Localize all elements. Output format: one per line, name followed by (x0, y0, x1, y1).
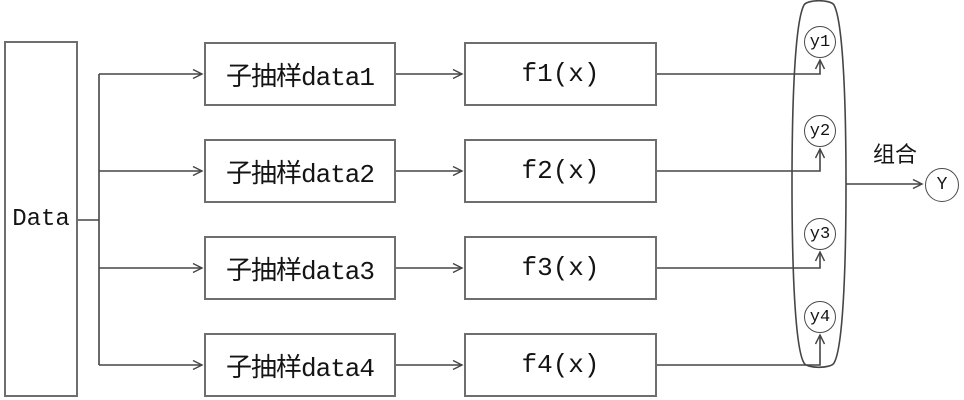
function-label-1: f1(x) (521, 59, 600, 89)
data-source-label: Data (12, 205, 70, 233)
data-source-box: Data (4, 41, 78, 397)
subsample-label-4: 子抽样data4 (225, 353, 375, 384)
arrow-f3-to-y3 (657, 250, 826, 269)
subsample-box-1: 子抽样data1 (204, 42, 396, 106)
function-label-3: f3(x) (521, 253, 600, 283)
subsample-label-2: 子抽样data2 (225, 159, 375, 190)
output-node-y3: y3 (804, 218, 836, 250)
output-node-y2: y2 (804, 115, 836, 147)
output-node-y4: y4 (804, 301, 836, 333)
output-label-y1: y1 (809, 32, 831, 52)
output-label-y4: y4 (809, 307, 831, 327)
final-output-label: Y (936, 175, 948, 195)
arrow-f2-to-y2 (657, 147, 826, 172)
subsample-box-2: 子抽样data2 (204, 139, 396, 203)
combine-label: 组合 (872, 144, 917, 169)
subsample-label-3: 子抽样data3 (225, 256, 375, 287)
output-label-y3: y3 (809, 224, 831, 244)
output-node-y1: y1 (804, 26, 836, 58)
final-output-node: Y (925, 168, 959, 202)
function-box-3: f3(x) (464, 236, 657, 300)
function-label-2: f2(x) (521, 156, 600, 186)
function-label-4: f4(x) (521, 350, 600, 380)
function-box-2: f2(x) (464, 139, 657, 203)
arrow-f4-to-y4 (657, 333, 826, 366)
subsample-box-3: 子抽样data3 (204, 236, 396, 300)
function-box-1: f1(x) (464, 42, 657, 106)
subsample-box-4: 子抽样data4 (204, 333, 396, 397)
subsample-label-1: 子抽样data1 (225, 62, 375, 93)
function-box-4: f4(x) (464, 333, 657, 397)
output-label-y2: y2 (809, 121, 831, 141)
arrow-f1-to-y1 (657, 58, 826, 75)
aggregator-ellipse (791, 0, 847, 369)
